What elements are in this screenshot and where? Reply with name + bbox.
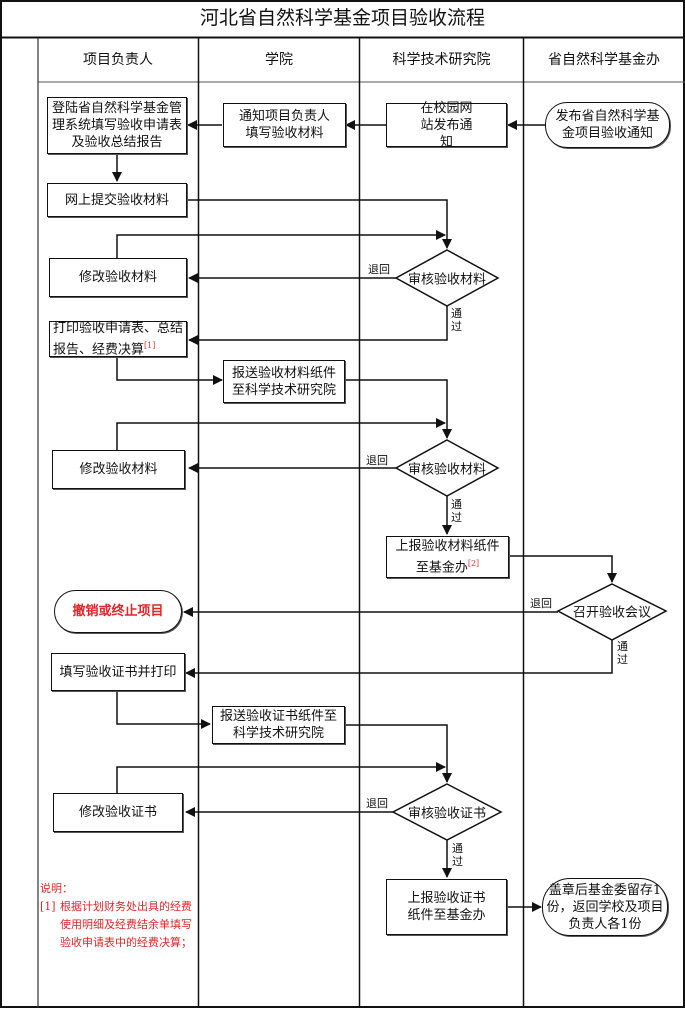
footnote-ref[interactable]: [1] <box>144 340 156 350</box>
edge-label-reject: 退回 <box>368 263 390 276</box>
step-print-forms[interactable]: 打印验收申请表、总结报告、经费决算[1] <box>49 321 187 357</box>
edge-n5-d1 <box>187 199 452 249</box>
edge-label-pass-1: 通 <box>451 307 462 320</box>
step-revise-certificate[interactable]: 修改验收证书 <box>53 793 183 832</box>
step-label: 撤销或终止项目 <box>72 604 164 619</box>
end-archive-certificate[interactable]: 盖章后基金委留存1份，返回学校及项目负责人各1份 <box>542 878 668 936</box>
edge-label-pass-2: 过 <box>451 511 462 524</box>
step-fill-certificate[interactable]: 填写验收证书并打印 <box>51 653 185 691</box>
step-label: 修改验收材料 <box>79 462 158 477</box>
step-label: 报送验收证书纸件至科学技术研究院 <box>219 709 337 741</box>
step-label: 通知项目负责人填写验收材料 <box>238 109 330 141</box>
decision-label: 审核验收材料 <box>407 462 487 478</box>
decision-label: 召开验收会议 <box>572 605 652 621</box>
edge-label-reject: 退回 <box>366 797 388 810</box>
edge-n9-d2 <box>116 418 446 450</box>
note-item: [1] 根据计划财务处出具的经费使用明细及经费结余单填写验收申请表中的经费决算； <box>40 898 200 952</box>
edge-label-pass: 通过 <box>452 842 464 868</box>
edge-n14-d4 <box>116 762 446 793</box>
page-title: 河北省自然科学基金项目验收流程 <box>199 7 485 29</box>
step-report-paper-materials[interactable]: 上报验收材料纸件至基金办[2] <box>386 536 509 578</box>
step-label: 在校园网站发布通知 <box>420 100 473 150</box>
end-cancel-project[interactable]: 撤销或终止项目 <box>54 590 182 633</box>
step-label: 上报验收材料纸件至基金办 <box>395 538 500 576</box>
note-ref: [1] <box>40 900 56 913</box>
step-send-paper-materials[interactable]: 报送验收材料纸件至科学技术研究院 <box>223 360 345 403</box>
edge-n8-d2 <box>345 379 452 439</box>
step-submit-online[interactable]: 网上提交验收材料 <box>47 183 187 217</box>
step-login-fill-forms[interactable]: 登陆省自然科学基金管理系统填写验收申请表及验收总结报告 <box>47 97 187 154</box>
edge-d3-n12 <box>185 640 613 678</box>
edge-label-pass-1: 通 <box>452 842 463 855</box>
step-label: 登陆省自然科学基金管理系统填写验收申请表及验收总结报告 <box>51 101 182 150</box>
step-label: 修改验收材料 <box>78 270 157 285</box>
step-notify-leader[interactable]: 通知项目负责人填写验收材料 <box>223 103 346 147</box>
lane-header-research-institute: 科学技术研究院 <box>392 52 491 68</box>
edge-n6-d1 <box>116 230 446 258</box>
step-revise-materials-2[interactable]: 修改验收材料 <box>52 450 185 489</box>
edge-label-pass-1: 通 <box>617 640 628 653</box>
lane-header-project-leader: 项目负责人 <box>83 52 153 68</box>
note-text: 根据计划财务处出具的经费使用明细及经费结余单填写验收申请表中的经费决算； <box>60 900 192 949</box>
edge-label-pass-2: 过 <box>451 320 462 333</box>
step-revise-materials-1[interactable]: 修改验收材料 <box>49 258 187 297</box>
step-label: 上报验收证书纸件至基金办 <box>407 891 486 923</box>
edge-n13-d4 <box>345 724 452 783</box>
step-label-wrap: 打印验收申请表、总结报告、经费决算[1] <box>53 320 183 358</box>
edge-label-pass-2: 过 <box>617 653 628 666</box>
footnote-ref[interactable]: [2] <box>467 558 480 568</box>
lane-header-fund-office: 省自然科学基金办 <box>548 52 660 68</box>
step-label: 修改验收证书 <box>78 805 157 820</box>
edge-n12-n13 <box>116 690 211 729</box>
edge-n7-n8 <box>116 357 223 385</box>
lane-header-college: 学院 <box>265 52 293 68</box>
edge-n10-d3 <box>510 555 617 583</box>
step-label: 填写验收证书并打印 <box>59 664 177 680</box>
step-send-paper-certificate[interactable]: 报送验收证书纸件至科学技术研究院 <box>212 706 345 744</box>
edge-label-pass: 通过 <box>451 498 463 524</box>
decision-label: 审核验收材料 <box>407 272 487 288</box>
step-label-wrap: 上报验收材料纸件至基金办[2] <box>393 538 502 576</box>
edge-d1-n7 <box>188 306 448 345</box>
step-label: 网上提交验收材料 <box>64 192 169 208</box>
notes-heading: 说明： <box>40 882 73 895</box>
edge-label-pass: 通过 <box>617 640 629 666</box>
notes-section: 说明： [1] 根据计划财务处出具的经费使用明细及经费结余单填写验收申请表中的经费… <box>40 880 200 952</box>
edge-label-pass-1: 通 <box>451 498 462 511</box>
start-provincial-notice[interactable]: 发布省自然科学基金项目验收通知 <box>545 102 670 148</box>
edge-label-pass-2: 过 <box>452 855 463 868</box>
step-label: 发布省自然科学基金项目验收通知 <box>555 109 660 141</box>
edge-label-reject: 退回 <box>530 597 552 610</box>
step-label: 报送验收材料纸件至科学技术研究院 <box>231 365 336 398</box>
decision-label: 审核验收证书 <box>407 806 487 822</box>
step-publish-campus-notice[interactable]: 在校园网站发布通知 <box>386 101 507 150</box>
edge-label-pass: 通过 <box>451 307 463 333</box>
step-report-certificate[interactable]: 上报验收证书纸件至基金办 <box>386 879 507 935</box>
step-label: 盖章后基金委留存1份，返回学校及项目负责人各1份 <box>546 882 664 932</box>
step-label: 打印验收申请表、总结报告、经费决算 <box>53 320 184 358</box>
edge-label-reject: 退回 <box>366 454 388 467</box>
